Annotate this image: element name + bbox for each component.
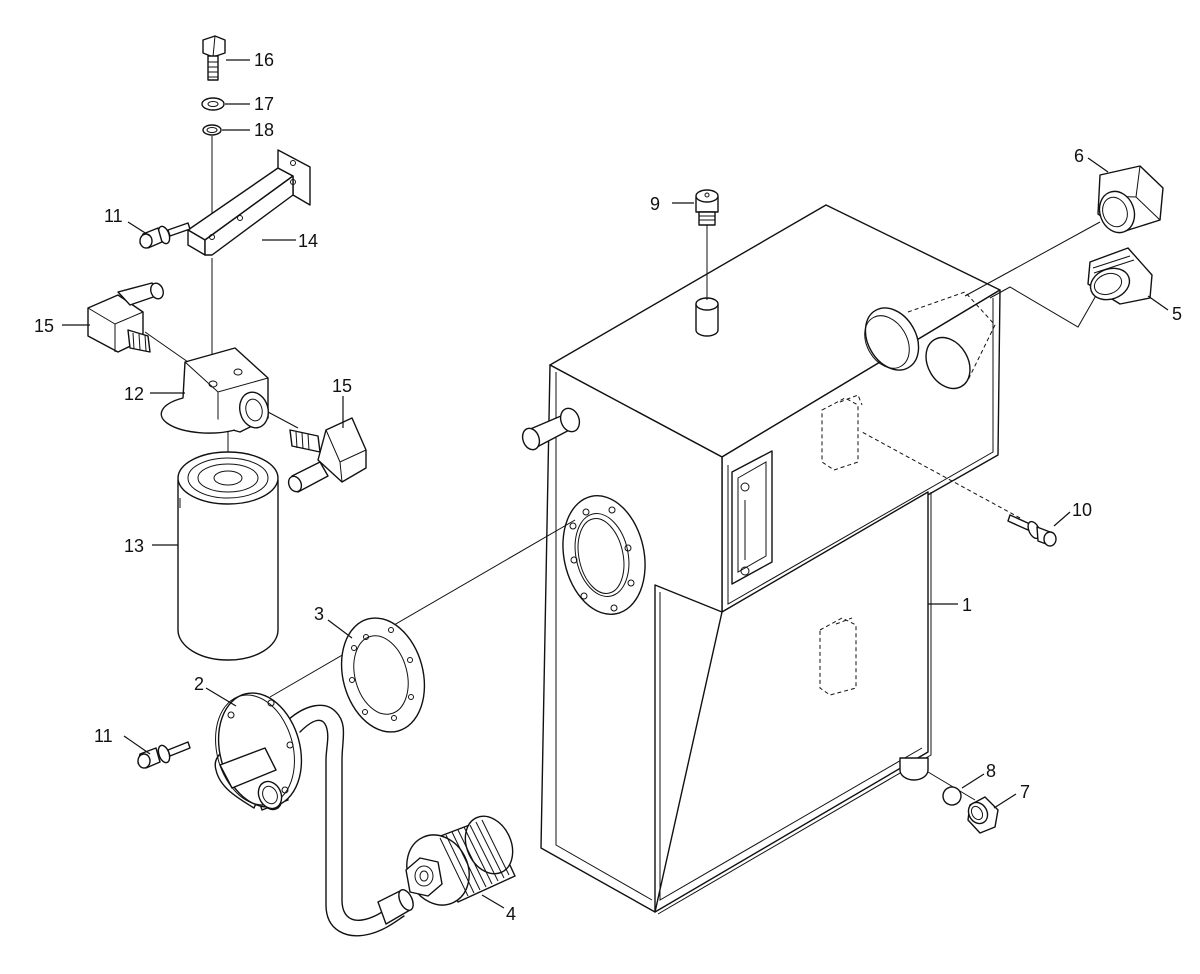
callout-14: 14	[298, 231, 318, 251]
elbow-fitting-15-right	[287, 417, 367, 493]
callouts: 16 17 18 11 14 15 12 15 13 3 2 11 4 9 6 …	[34, 50, 1182, 924]
callout-15-right: 15	[332, 376, 352, 396]
bolt-16	[202, 35, 226, 81]
callout-18: 18	[254, 120, 274, 140]
bracket-14	[187, 149, 311, 256]
callout-15-left: 15	[34, 316, 54, 336]
callout-12: 12	[124, 384, 144, 404]
callout-10: 10	[1072, 500, 1092, 520]
filter-cartridge-13	[177, 451, 279, 661]
drain-plug-7	[967, 796, 999, 834]
callout-16: 16	[254, 50, 274, 70]
callout-3: 3	[314, 604, 324, 624]
bolt-11-upper	[139, 222, 191, 249]
callout-17: 17	[254, 94, 274, 114]
suction-strainer-4	[405, 815, 516, 906]
callout-9: 9	[650, 194, 660, 214]
washer-18	[202, 124, 222, 136]
callout-1: 1	[962, 595, 972, 615]
callout-8: 8	[986, 761, 996, 781]
callout-11-upper: 11	[104, 206, 123, 226]
hydraulic-tank	[521, 204, 1001, 915]
callout-4: 4	[506, 904, 516, 924]
filter-head-12	[160, 347, 270, 434]
callout-11-lower: 11	[94, 726, 113, 746]
callout-13: 13	[124, 536, 144, 556]
bolt-11-lower	[137, 741, 191, 769]
suction-pipe-2	[214, 692, 414, 937]
bolt-10	[1007, 514, 1057, 547]
plug	[1087, 247, 1153, 305]
callout-6: 6	[1074, 146, 1084, 166]
callout-2: 2	[194, 674, 204, 694]
elbow-fitting-15-left	[87, 282, 164, 353]
breather	[695, 189, 719, 226]
callout-5: 5	[1172, 304, 1182, 324]
o-ring-8	[942, 786, 962, 806]
spring-washer-17	[201, 97, 225, 111]
gasket-3	[340, 617, 426, 733]
callout-7: 7	[1020, 782, 1030, 802]
filler-cap	[1097, 165, 1164, 234]
